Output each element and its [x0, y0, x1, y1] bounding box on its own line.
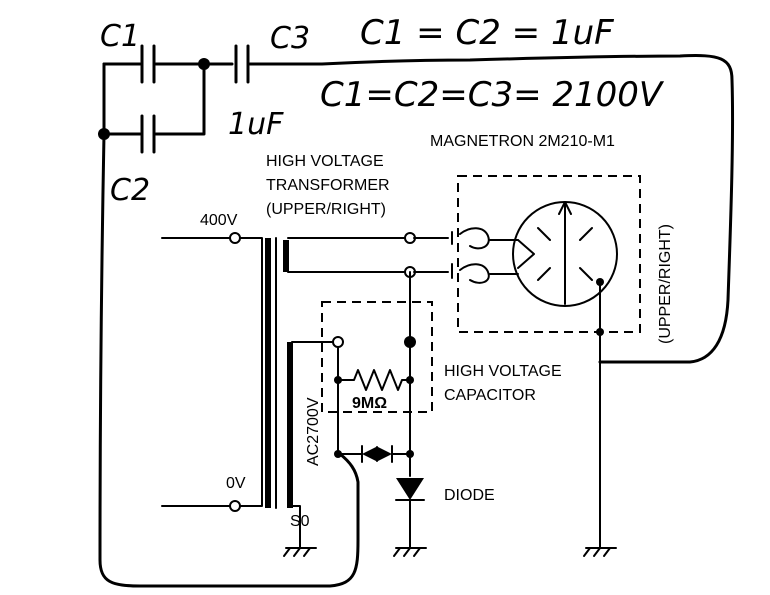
high-voltage-capacitor-block: 9MΩ HIGH VOLTAGE CAPACITOR — [321, 271, 562, 477]
handwritten-c1: C1 — [100, 19, 140, 54]
cathode-symbol — [517, 239, 535, 269]
junction-dot — [334, 450, 342, 458]
transformer-label-line-2: TRANSFORMER — [266, 177, 390, 194]
ground-icon — [583, 539, 617, 557]
handwritten-note-2: C1=C2=C3= 2100V — [320, 75, 665, 115]
diode-label: DIODE — [444, 487, 495, 504]
input-400v-label: 400V — [200, 212, 238, 229]
capacitor-wires — [337, 271, 411, 455]
c2-left-lead — [102, 62, 142, 136]
junction-dot — [198, 58, 210, 70]
handwritten-c3-value: 1uF — [228, 107, 284, 142]
filament-leads — [287, 237, 405, 273]
handwritten-note-1: C1 = C2 = 1uF — [360, 13, 614, 53]
rectifier-diode-triangle-right — [376, 446, 392, 462]
magnetron-orientation-label: (UPPER/RIGHT) — [657, 224, 674, 344]
c2-right-lead — [154, 62, 206, 136]
added-lead-to-magnetron — [248, 54, 735, 364]
high-voltage-transformer: HIGH VOLTAGE TRANSFORMER (UPPER/RIGHT) 4… — [161, 153, 416, 557]
capacitor-label-line-2: CAPACITOR — [444, 387, 536, 404]
terminal-400v — [229, 232, 241, 244]
diode-bar — [395, 499, 425, 541]
choke-coils — [459, 227, 490, 284]
magnetron-label: MAGNETRON 2M210-M1 — [430, 133, 615, 150]
junction-dot — [406, 450, 414, 458]
diode-triangle — [396, 478, 424, 500]
added-capacitor-network: C1 C3 C2 1uF C1 = C2 = 1uF C1=C2=C3= 210… — [98, 13, 735, 588]
c3-capacitor-symbol — [234, 44, 250, 84]
capacitor-package-outline — [321, 301, 433, 413]
handwritten-c2: C2 — [110, 173, 150, 208]
magnetron-antenna-icon — [558, 201, 572, 305]
primary-winding-leads — [161, 237, 263, 507]
junction-dot — [596, 328, 604, 336]
c2-capacitor-symbol — [140, 114, 156, 154]
c1-capacitor-symbol — [140, 44, 156, 84]
bleeder-resistor — [337, 369, 411, 391]
magnetron-outline — [457, 175, 641, 333]
added-outer-loop — [98, 132, 360, 588]
s0-label: S0 — [290, 513, 310, 530]
transformer-label-line-3: (UPPER/RIGHT) — [266, 201, 386, 218]
anode-vanes — [537, 227, 593, 281]
hv-secondary-leads — [291, 341, 337, 541]
ground-icon — [393, 539, 427, 557]
magnetron: MAGNETRON 2M210-M1 (UPPER/RIGHT) — [413, 133, 674, 557]
filament-to-tube — [489, 239, 519, 275]
resistor-label: 9MΩ — [352, 395, 387, 412]
transformer-label-line-1: HIGH VOLTAGE — [266, 153, 384, 170]
junction-dot — [596, 278, 604, 286]
terminal-0v — [229, 500, 241, 512]
hv-diode: DIODE — [393, 478, 495, 557]
magnetron-input-leads — [413, 237, 449, 273]
input-0v-label: 0V — [226, 475, 246, 492]
capacitor-label-line-1: HIGH VOLTAGE — [444, 363, 562, 380]
rectifier-diode-triangle-left — [362, 446, 378, 462]
handwritten-c3: C3 — [270, 21, 310, 56]
capacitor-terminal-left — [332, 336, 344, 348]
ground-icon — [283, 539, 317, 557]
secondary-voltage-label: AC2700V — [305, 397, 322, 466]
